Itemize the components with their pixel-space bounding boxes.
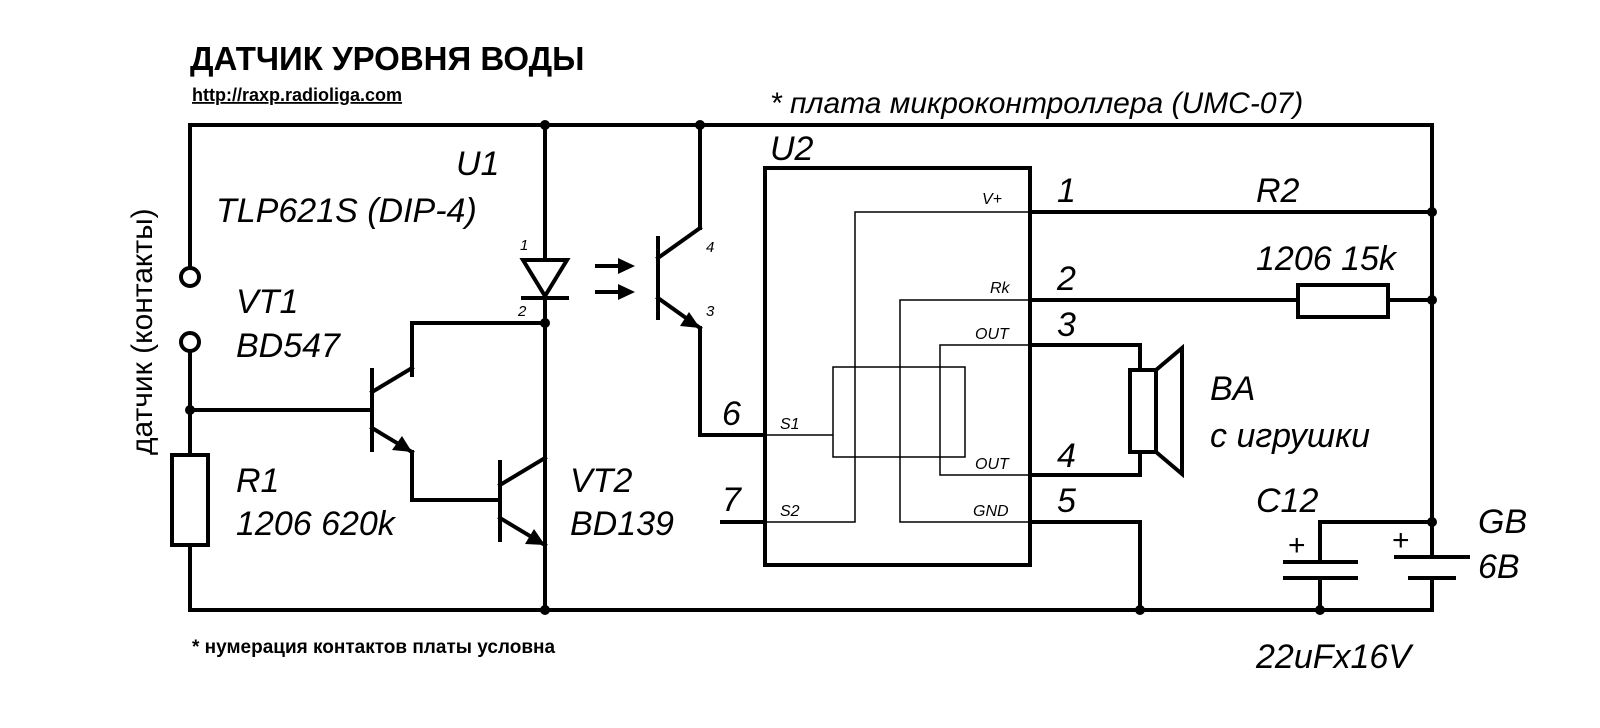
u2-pin-rk: Rk <box>990 280 1011 297</box>
vt2-part: BD139 <box>570 505 674 543</box>
r2-ref: R2 <box>1256 172 1300 210</box>
r1-ref: R1 <box>236 462 279 500</box>
pin-number-5: 5 <box>1057 482 1076 520</box>
pin-number-6: 6 <box>722 395 741 433</box>
pin-number-3: 3 <box>1057 306 1076 344</box>
microcontroller-board-u2 <box>763 166 1032 567</box>
optocoupler-phototransistor <box>655 225 703 331</box>
u1-ref: U1 <box>456 145 499 183</box>
optocoupler-led <box>519 258 571 300</box>
sensor-label: датчик (контакты) <box>126 208 159 455</box>
vt1-part: BD547 <box>236 327 341 365</box>
c12-value: 22uFx16V <box>1255 638 1414 676</box>
c12-ref: C12 <box>1256 482 1318 520</box>
sensor-contacts <box>179 266 201 353</box>
vt1-ref: VT1 <box>236 283 298 321</box>
u2-ref: U2 <box>770 130 814 168</box>
resistor-r1 <box>170 453 210 547</box>
u2-pin-out1: OUT <box>975 326 1010 343</box>
speaker-ba <box>1128 343 1184 479</box>
pin-number-2: 2 <box>1056 260 1076 298</box>
transistor-vt1 <box>369 365 415 455</box>
u1-pin3: 3 <box>706 303 715 320</box>
gb-ref: GB <box>1478 503 1527 541</box>
transistor-vt2 <box>497 455 548 612</box>
u2-pin-out2: OUT <box>975 456 1010 473</box>
pin-number-7: 7 <box>722 481 742 519</box>
footnote: * нумерация контактов платы условна <box>192 637 555 658</box>
light-arrows <box>595 258 635 300</box>
diagram-title: ДАТЧИК УРОВНЯ ВОДЫ <box>190 40 584 77</box>
wires <box>188 123 1434 612</box>
c12-plus: + <box>1288 529 1306 562</box>
r2-value: 1206 15k <box>1256 240 1398 278</box>
resistor-r2 <box>1296 283 1390 319</box>
source-url: http://raxp.radioliga.com <box>192 85 402 105</box>
capacitor-c12 <box>1283 560 1358 580</box>
gb-value: 6В <box>1478 548 1520 586</box>
ba-desc: с игрушки <box>1210 417 1370 455</box>
vt2-ref: VT2 <box>570 462 632 500</box>
u1-pin1: 1 <box>520 237 528 254</box>
u1-part: TLP621S (DIP-4) <box>216 192 477 230</box>
u1-pin4: 4 <box>706 239 714 256</box>
gb-plus: + <box>1392 524 1410 557</box>
u1-pin2: 2 <box>517 303 527 320</box>
u2-pin-vplus: V+ <box>982 191 1002 208</box>
pin-number-1: 1 <box>1057 172 1076 210</box>
u2-pin-s1: S1 <box>780 416 800 433</box>
battery-gb <box>1394 555 1470 580</box>
board-note: * плата микроконтроллера (UMC-07) <box>770 87 1303 120</box>
pin-number-4: 4 <box>1057 437 1076 475</box>
u2-pin-s2: S2 <box>780 503 800 520</box>
u2-pin-gnd: GND <box>973 503 1009 520</box>
r1-value: 1206 620k <box>236 505 397 543</box>
ba-ref: BA <box>1210 370 1255 408</box>
